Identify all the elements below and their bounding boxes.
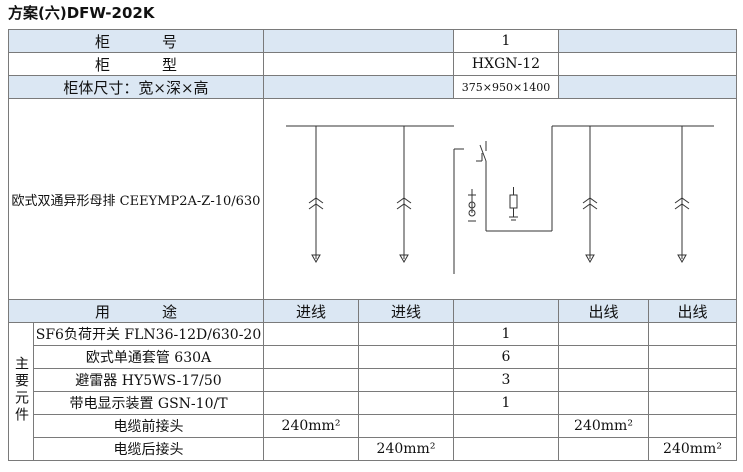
usage-col-2: 进线 <box>358 299 454 323</box>
feeder-2 <box>396 126 412 264</box>
component-name: 避雷器 HY5WS-17/50 <box>33 368 264 392</box>
single-line-diagram <box>263 98 737 300</box>
busbar-label: 欧式双通异形母排 CEEYMP2A-Z-10/630 <box>11 193 261 209</box>
cabinet-size-value: 375×950×1400 <box>453 75 559 99</box>
component-row: 欧式单通套管 630A 6 <box>9 345 737 369</box>
busbar-label-cell: 欧式双通异形母排 CEEYMP2A-Z-10/630 <box>8 98 264 300</box>
feeder-1 <box>308 126 324 264</box>
cabinet-number-value: 1 <box>453 29 559 53</box>
component-name: 带电显示装置 GSN-10/T <box>33 391 264 415</box>
usage-col-4: 出线 <box>558 299 649 323</box>
component-name: 电缆后接头 <box>33 437 264 461</box>
usage-col-3 <box>453 299 559 323</box>
row-diagram: 欧式双通异形母排 CEEYMP2A-Z-10/630 <box>8 98 737 300</box>
component-row: 主要元件 SF6负荷开关 FLN36-12D/630-20 1 <box>8 322 737 461</box>
component-row: 电缆后接头 240mm² 240mm² <box>9 437 737 461</box>
component-row: 避雷器 HY5WS-17/50 3 <box>9 368 737 392</box>
cabinet-type-label: 柜型 <box>8 52 264 76</box>
cabinet-type-value: HXGN-12 <box>453 52 559 76</box>
load-switch-unit <box>453 126 553 274</box>
component-row: 带电显示装置 GSN-10/T 1 <box>9 391 737 415</box>
usage-col-1: 进线 <box>263 299 359 323</box>
cabinet-number-label: 柜号 <box>8 29 264 53</box>
feeder-4 <box>674 126 690 264</box>
scheme-table: 柜号 1 柜型 HXGN-12 柜体尺寸：宽×深×高 375×950×1400 … <box>8 29 737 461</box>
cabinet-size-label: 柜体尺寸：宽×深×高 <box>8 75 264 99</box>
row-cabinet-type: 柜型 HXGN-12 <box>8 52 737 76</box>
feeder-3 <box>582 126 598 264</box>
usage-label: 用途 <box>8 299 264 323</box>
row-cabinet-number: 柜号 1 <box>8 29 737 53</box>
row-cabinet-size: 柜体尺寸：宽×深×高 375×950×1400 <box>8 75 737 99</box>
row-usage: 用途 进线 进线 出线 出线 <box>8 299 737 323</box>
component-name: SF6负荷开关 FLN36-12D/630-20 <box>33 322 264 346</box>
diagram-svg <box>286 125 714 274</box>
component-name: 欧式单通套管 630A <box>33 345 264 369</box>
page-title: 方案(六)DFW-202K <box>8 4 155 22</box>
components-side-label: 主要元件 <box>8 322 34 461</box>
usage-col-5: 出线 <box>648 299 737 323</box>
component-row: 电缆前接头 240mm² 240mm² <box>9 414 737 438</box>
component-name: 电缆前接头 <box>33 414 264 438</box>
